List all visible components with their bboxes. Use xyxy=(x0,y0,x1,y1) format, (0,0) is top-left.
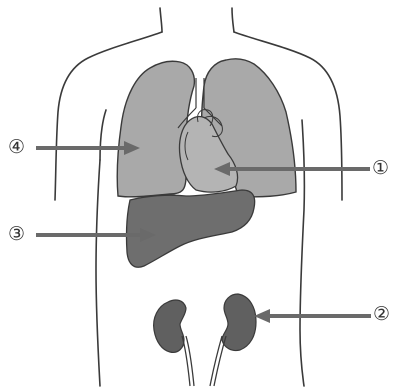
label-two: ② xyxy=(373,304,390,324)
neck-outline xyxy=(160,8,234,32)
liver xyxy=(126,190,254,267)
label-three: ③ xyxy=(8,224,25,244)
right-kidney xyxy=(222,294,256,351)
label-four: ④ xyxy=(8,137,25,157)
label-one: ① xyxy=(372,158,389,178)
ureters xyxy=(182,336,226,386)
arrow-2 xyxy=(254,309,371,323)
left-kidney xyxy=(154,300,186,352)
arrow-4 xyxy=(36,141,140,155)
